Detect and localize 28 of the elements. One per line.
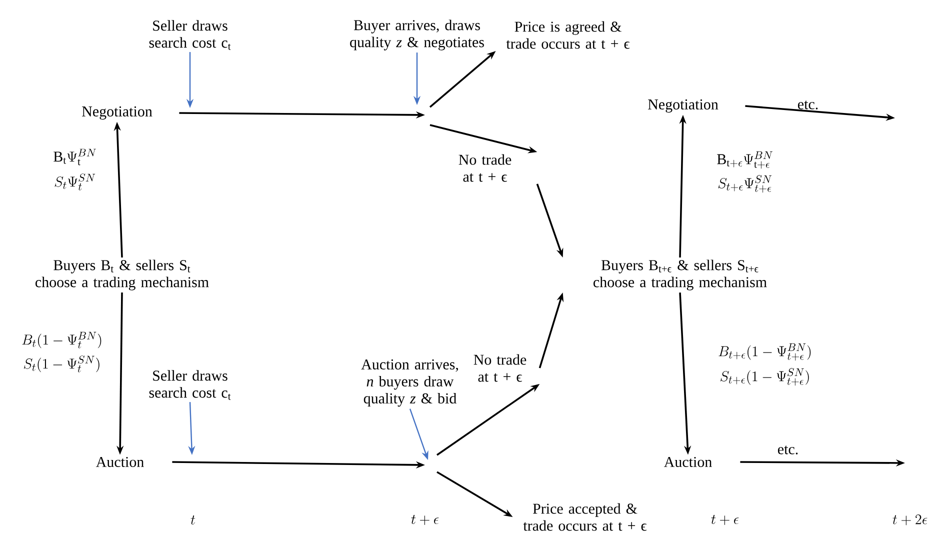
stage-label: Negotiation <box>648 99 718 113</box>
edge-label: etc. <box>798 100 818 110</box>
edge-label: etc. <box>778 446 798 454</box>
event-text: Seller draws search cost c$_{t}$ <box>149 20 231 50</box>
flow-formula: $S_{t+\epsilon}\Psi_{t+\epsilon}^{SN}$ <box>718 175 772 193</box>
flow-formula: $S_t(1-\Psi_t^{SN})$ <box>24 356 100 372</box>
flow-formula: $B_{t+\epsilon}(1-\Psi_{t+\epsilon}^{BN})$ <box>718 343 811 361</box>
flow-formula: $B_t(1-\Psi_t^{BN})$ <box>22 332 102 348</box>
flow-formula: $\mathrm{B}_{\mathrm{t+\epsilon}}\Psi_{\mathrm{t+\epsilon}}^{BN}$ <box>717 151 772 169</box>
outcome-text: Price accepted & trade occurs at t + ϵ <box>523 503 647 531</box>
flow-formula: $S_{t+\epsilon}(1-\Psi_{t+\epsilon}^{SN})$ <box>720 368 809 386</box>
outcome-text: No trade at t + ϵ <box>458 154 512 182</box>
flow-formula: $S_t\Psi_t^{SN}$ <box>54 174 96 190</box>
flow-formula: $\mathrm{B}_{\mathrm{t}}\Psi_{\mathrm{t}}^{BN}$ <box>54 148 96 166</box>
outcome-text: Price is agreed & trade occurs at t + ϵ <box>506 21 630 49</box>
outcome-text: No trade at t + ϵ <box>474 354 526 382</box>
time-label: $t+\epsilon$ <box>411 514 439 525</box>
decision-text: Buyers B$_{t+ϵ}$ & sellers S$_{t+ϵ}$ choose a trading mechanism <box>594 260 767 290</box>
stage-label: Negotiation <box>82 106 152 120</box>
stage-label: Auction <box>664 456 712 468</box>
event-text: Buyer arrives, draws quality z & negotiates <box>350 20 484 50</box>
time-label: $t+\epsilon$ <box>711 514 739 525</box>
event-text: Auction arrives, n buyers draw quality z & bid <box>361 359 458 407</box>
event-text: Seller draws search cost c$_{t}$ <box>149 370 231 400</box>
time-label: $t+2\epsilon$ <box>892 514 928 526</box>
decision-text: Buyers B$_{t}$ & sellers S$_{t}$ choose a trading mechanism <box>36 260 209 290</box>
stage-label: Auction <box>96 456 144 468</box>
time-label: $t$ <box>190 515 196 525</box>
